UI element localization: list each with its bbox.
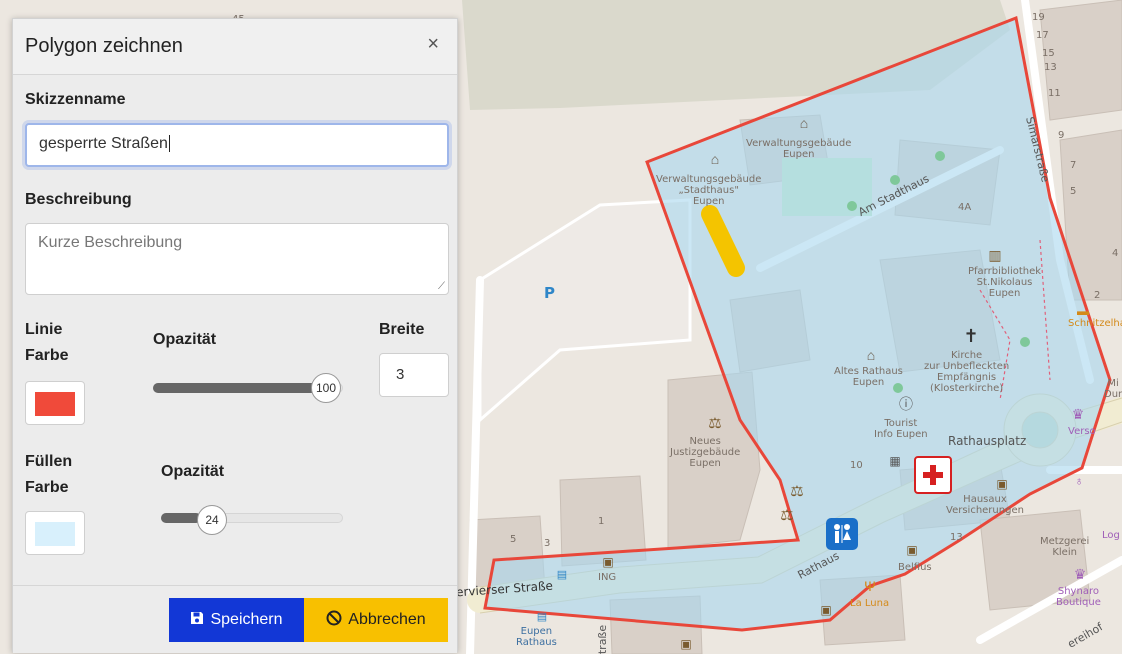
line-opacity-slider-fill <box>153 383 323 393</box>
house-number: 13 <box>1044 62 1057 73</box>
bank-icon: ▣ <box>996 477 1008 491</box>
house-number: 11 <box>1048 88 1061 99</box>
panel-footer: Speichern Abbrechen <box>13 585 457 653</box>
house-number: 5 <box>1070 186 1077 197</box>
draw-polygon-panel: Polygon zeichnen × Skizzenname gesperrte… <box>12 18 458 653</box>
close-icon[interactable]: × <box>427 33 439 55</box>
line-opacity-label: Opazität <box>153 331 217 348</box>
line-color-picker[interactable] <box>25 381 85 425</box>
panel-title: Polygon zeichnen <box>25 35 183 57</box>
info-icon: ⓘ <box>899 396 913 412</box>
map-label: Log <box>1102 530 1120 541</box>
fill-opacity-slider-fill <box>161 513 201 523</box>
fill-color-picker[interactable] <box>25 511 85 555</box>
courthouse-icon: ⚖ <box>790 483 804 500</box>
bus-stop-icon: ▤ <box>556 568 568 581</box>
library-icon: ▥ <box>988 246 1002 263</box>
cancel-button-label: Abbrechen <box>348 611 426 628</box>
house-number: 1 <box>598 516 605 527</box>
bank-icon: ▣ <box>820 603 832 617</box>
house-number: 17 <box>1036 30 1049 41</box>
bus-stop-icon: ▤ <box>536 610 548 623</box>
house-number: 15 <box>1042 48 1055 59</box>
restaurant-icon: ▬ <box>1077 304 1089 318</box>
map-label: Verso <box>1068 426 1096 437</box>
line-width-label: Breite <box>379 321 425 338</box>
parking-label: P <box>544 284 555 302</box>
house-number: 10 <box>850 460 863 471</box>
house-number: 4 <box>1112 248 1119 259</box>
restaurant-icon: Ψ <box>864 578 876 594</box>
house-number: 9 <box>1058 130 1065 141</box>
description-textarea[interactable]: Kurze Beschreibung ⟋ <box>25 223 449 295</box>
map-label: Verwaltungsgebäude„Stadthaus"Eupen <box>656 174 762 207</box>
line-opacity-slider-handle[interactable]: 100 <box>311 373 341 403</box>
house-number: 3 <box>544 538 551 549</box>
drawn-polygon[interactable] <box>483 15 1112 632</box>
house-number: 4A <box>958 202 972 213</box>
bank-icon: ▣ <box>906 543 918 557</box>
fill-opacity-slider-handle[interactable]: 24 <box>197 505 227 535</box>
hospital-icon[interactable] <box>914 456 952 494</box>
description-placeholder: Kurze Beschreibung <box>38 234 183 251</box>
sketch-name-input[interactable]: gesperrte Straßen <box>25 123 449 167</box>
fill-opacity-label: Opazität <box>161 463 225 480</box>
house-number: 13 <box>950 532 963 543</box>
resize-handle-icon[interactable]: ⟋ <box>438 281 445 292</box>
town-hall-icon: ⌂ <box>799 115 809 131</box>
map-label: Schnitzelhaus <box>1068 318 1122 329</box>
line-color-swatch <box>35 392 75 416</box>
ban-icon <box>326 610 342 631</box>
map-label: Belfius <box>898 562 932 573</box>
bank-icon: ▣ <box>680 637 692 651</box>
church-icon: ✝ <box>963 325 979 346</box>
map-label: ING <box>598 572 617 583</box>
house-number: 2 <box>1094 290 1101 301</box>
theatre-icon: ▦ <box>889 454 901 468</box>
line-width-input[interactable]: 3 <box>379 353 449 397</box>
clothes-icon: ♛ <box>1071 405 1085 422</box>
clothes-icon: ♛ <box>1073 565 1087 582</box>
panel-header: Polygon zeichnen × <box>13 19 457 75</box>
toilets-icon[interactable] <box>826 518 858 550</box>
fill-color-swatch <box>35 522 75 546</box>
town-hall-icon: ⌂ <box>866 347 876 363</box>
jewelry-icon: ♁ <box>1074 474 1084 488</box>
courthouse-icon: ⚖ <box>708 415 722 432</box>
floppy-disk-icon <box>190 611 204 630</box>
house-number: 5 <box>510 534 517 545</box>
house-number: 7 <box>1070 160 1077 171</box>
place-label: Rathausplatz <box>948 434 1027 448</box>
street-label: traße <box>596 624 610 654</box>
house-number: 19 <box>1032 12 1045 23</box>
save-button[interactable]: Speichern <box>169 598 304 642</box>
courthouse-icon: ⚖ <box>780 507 794 524</box>
bank-icon: ▣ <box>602 555 614 569</box>
sketch-name-label: Skizzenname <box>25 91 126 108</box>
cancel-button[interactable]: Abbrechen <box>304 598 448 642</box>
map-label: La Luna <box>850 598 890 609</box>
town-hall-icon: ⌂ <box>710 151 720 167</box>
description-label: Beschreibung <box>25 191 132 208</box>
save-button-label: Speichern <box>210 611 283 628</box>
